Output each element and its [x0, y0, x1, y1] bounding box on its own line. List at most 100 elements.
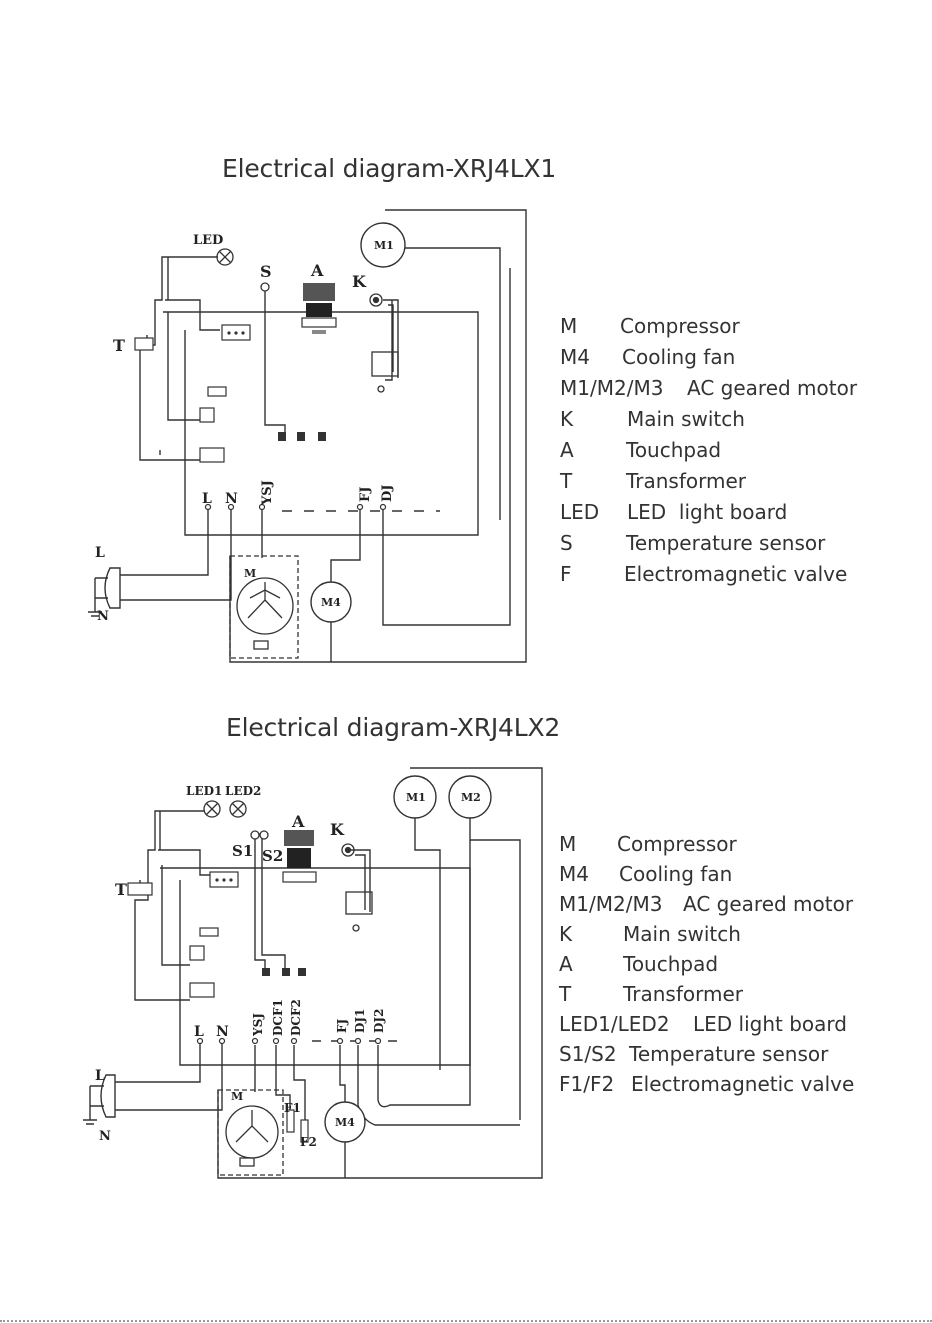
- temperature-sensor-icon: [250, 830, 260, 840]
- n-terminal-label: N: [225, 491, 238, 507]
- f2-label: F2: [300, 1135, 317, 1149]
- legend-value: Transformer: [626, 469, 747, 493]
- led-lamp-icon: [216, 248, 234, 266]
- s2-label: S2: [262, 847, 283, 865]
- m1-label: M1: [374, 239, 394, 252]
- legend-value: Compressor: [617, 832, 737, 856]
- connector-block: [189, 982, 215, 998]
- legend-key: T: [559, 982, 572, 1006]
- legend-key: M1/M2/M3: [560, 376, 664, 400]
- legend-key: K: [559, 922, 573, 946]
- transformer-icon: [134, 337, 154, 351]
- compressor-label: M: [231, 1090, 243, 1103]
- led1-label: LED1: [186, 784, 222, 798]
- led2-label: LED2: [225, 784, 261, 798]
- f1-label: F1: [284, 1101, 301, 1115]
- m2-motor-icon: [448, 775, 492, 819]
- transformer-icon: [127, 882, 153, 896]
- cooling-fan-icon: [310, 581, 352, 623]
- legend-value: Main switch: [623, 922, 741, 946]
- page-bottom-border: [0, 1320, 932, 1322]
- dcf2-label: DCF2: [289, 999, 303, 1036]
- touchpad-icon: [282, 830, 317, 883]
- legend-value: Electromagnetic valve: [624, 562, 848, 586]
- legend-key: M: [560, 314, 578, 338]
- legend-value: LED light board: [627, 500, 788, 524]
- compressor-icon: [217, 1089, 284, 1176]
- diagram-xrj4lx1: Electrical diagram-XRJ4LX1: [88, 154, 880, 663]
- s1-label: S1: [232, 842, 253, 860]
- m1-motor-icon: [393, 775, 437, 819]
- diagram-xrj4lx2: Electrical diagram-XRJ4LX2: [0, 700, 932, 1260]
- touchpad-icon: [301, 283, 337, 334]
- dcf1-label: DCF1: [271, 999, 285, 1036]
- legend-key: A: [559, 952, 573, 976]
- connector-block: [199, 407, 215, 423]
- legend-value: Cooling fan: [619, 862, 733, 886]
- legend-key: F: [560, 562, 572, 586]
- plug-l-label: L: [95, 1068, 105, 1084]
- legend-key: T: [560, 469, 573, 493]
- legend-key: S1/S2: [559, 1042, 617, 1066]
- legend-value: AC geared motor: [687, 376, 858, 400]
- plug-l-label: L: [95, 545, 105, 561]
- legend-key: M1/M2/M3: [559, 892, 663, 916]
- legend-value: AC geared motor: [683, 892, 854, 916]
- legend-key: K: [560, 407, 574, 431]
- main-switch-icon: [341, 843, 373, 932]
- connector-block: [199, 927, 219, 937]
- legend-value: Transformer: [623, 982, 744, 1006]
- diagram-title: Electrical diagram-XRJ4LX1: [222, 154, 557, 183]
- legend-key: F1/F2: [559, 1072, 615, 1096]
- temperature-sensor-icon: [260, 282, 270, 292]
- wiring-diagram: LED S A K T L N YSJ FJ DJ L N M M1 M4: [88, 209, 527, 663]
- cooling-fan-icon: [324, 1101, 366, 1143]
- valve-f2-icon: [300, 1119, 309, 1143]
- wiring-diagram: LED1 LED2 S1 S2 A K T L N YSJ DCF1 DCF2 …: [83, 767, 543, 1179]
- valve-f1-icon: [286, 1109, 295, 1133]
- legend-value: LED light board: [693, 1012, 847, 1036]
- ysj-label: YSJ: [260, 480, 275, 506]
- legend-key: M4: [559, 862, 589, 886]
- ysj-label: YSJ: [251, 1013, 265, 1037]
- plug-n-label: N: [97, 609, 109, 624]
- legend-value: Touchpad: [623, 952, 719, 976]
- legend-key: M4: [560, 345, 590, 369]
- legend-value: Compressor: [620, 314, 740, 338]
- diagram-title: Electrical diagram-XRJ4LX2: [226, 713, 561, 742]
- k-label: K: [330, 820, 345, 839]
- fj-label: FJ: [358, 487, 373, 502]
- legend-key: S: [560, 531, 573, 555]
- legend-value: Main switch: [627, 407, 745, 431]
- main-switch-icon: [369, 293, 399, 393]
- n-terminal-label: N: [216, 1024, 229, 1040]
- s-label: S: [260, 262, 272, 281]
- led1-lamp-icon: [203, 800, 221, 818]
- dj1-label: DJ1: [353, 1009, 367, 1033]
- power-plug-icon: [88, 567, 121, 617]
- a-label: A: [291, 812, 305, 831]
- m4-label: M4: [321, 596, 341, 609]
- m4-label: M4: [335, 1116, 355, 1129]
- legend-key: A: [560, 438, 574, 462]
- connector-block: [199, 447, 225, 463]
- led-label: LED: [193, 233, 223, 248]
- led2-lamp-icon: [229, 800, 247, 818]
- m1-motor-icon: [360, 222, 406, 268]
- legend-value: Electromagnetic valve: [631, 1072, 855, 1096]
- fj-label: FJ: [335, 1018, 349, 1033]
- temperature-sensor-icon: [259, 830, 269, 840]
- plug-n-label: N: [99, 1129, 111, 1144]
- l-terminal-label: L: [194, 1024, 204, 1040]
- t-label: T: [115, 880, 127, 899]
- legend-key: LED: [560, 500, 600, 524]
- legend-value: Temperature sensor: [626, 531, 826, 555]
- legend-key: LED1/LED2: [559, 1012, 670, 1036]
- compressor-label: M: [244, 567, 256, 580]
- a-label: A: [310, 261, 324, 280]
- legend-value: Touchpad: [626, 438, 722, 462]
- dj2-label: DJ2: [372, 1009, 386, 1033]
- t-label: T: [113, 336, 125, 355]
